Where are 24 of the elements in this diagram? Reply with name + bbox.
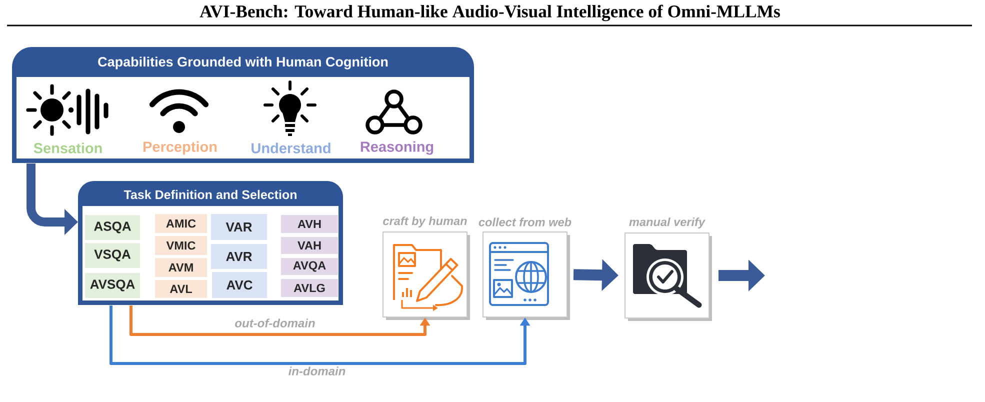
- task-tile: AVSQA: [85, 273, 140, 298]
- task-tile: VMIC: [155, 236, 207, 255]
- capability-label: Perception: [144, 141, 217, 155]
- task-tile: AVLG: [281, 279, 338, 297]
- capability-label: Reasoning: [360, 141, 434, 155]
- capability-label: Sensation: [34, 142, 102, 154]
- task-tile: VAH: [281, 237, 338, 254]
- task-tile: VAR: [211, 214, 267, 240]
- edge-label: out-of-domain: [233, 317, 317, 329]
- task-tile: AVH: [281, 215, 338, 233]
- task-tile: AVM: [155, 258, 207, 277]
- task-tile: AVC: [212, 272, 267, 298]
- edge-label: in-domain: [286, 365, 348, 377]
- task-tile: VSQA: [85, 243, 140, 268]
- task-tile: AVR: [211, 244, 267, 269]
- task-tile: AMIC: [155, 214, 207, 233]
- task-tile: AVQA: [281, 258, 338, 275]
- page-title: AVI-Bench: Toward Human-like Audio-Visual Intelligence of Omni-MLLMs: [200, 4, 780, 22]
- node-label: manual verify: [629, 217, 706, 228]
- capability-label: Understand: [252, 142, 330, 154]
- task-tile: AVL: [155, 280, 207, 298]
- task-tile: ASQA: [85, 215, 140, 240]
- node-label: craft by human: [383, 216, 467, 228]
- node-label: collect from web: [478, 218, 572, 226]
